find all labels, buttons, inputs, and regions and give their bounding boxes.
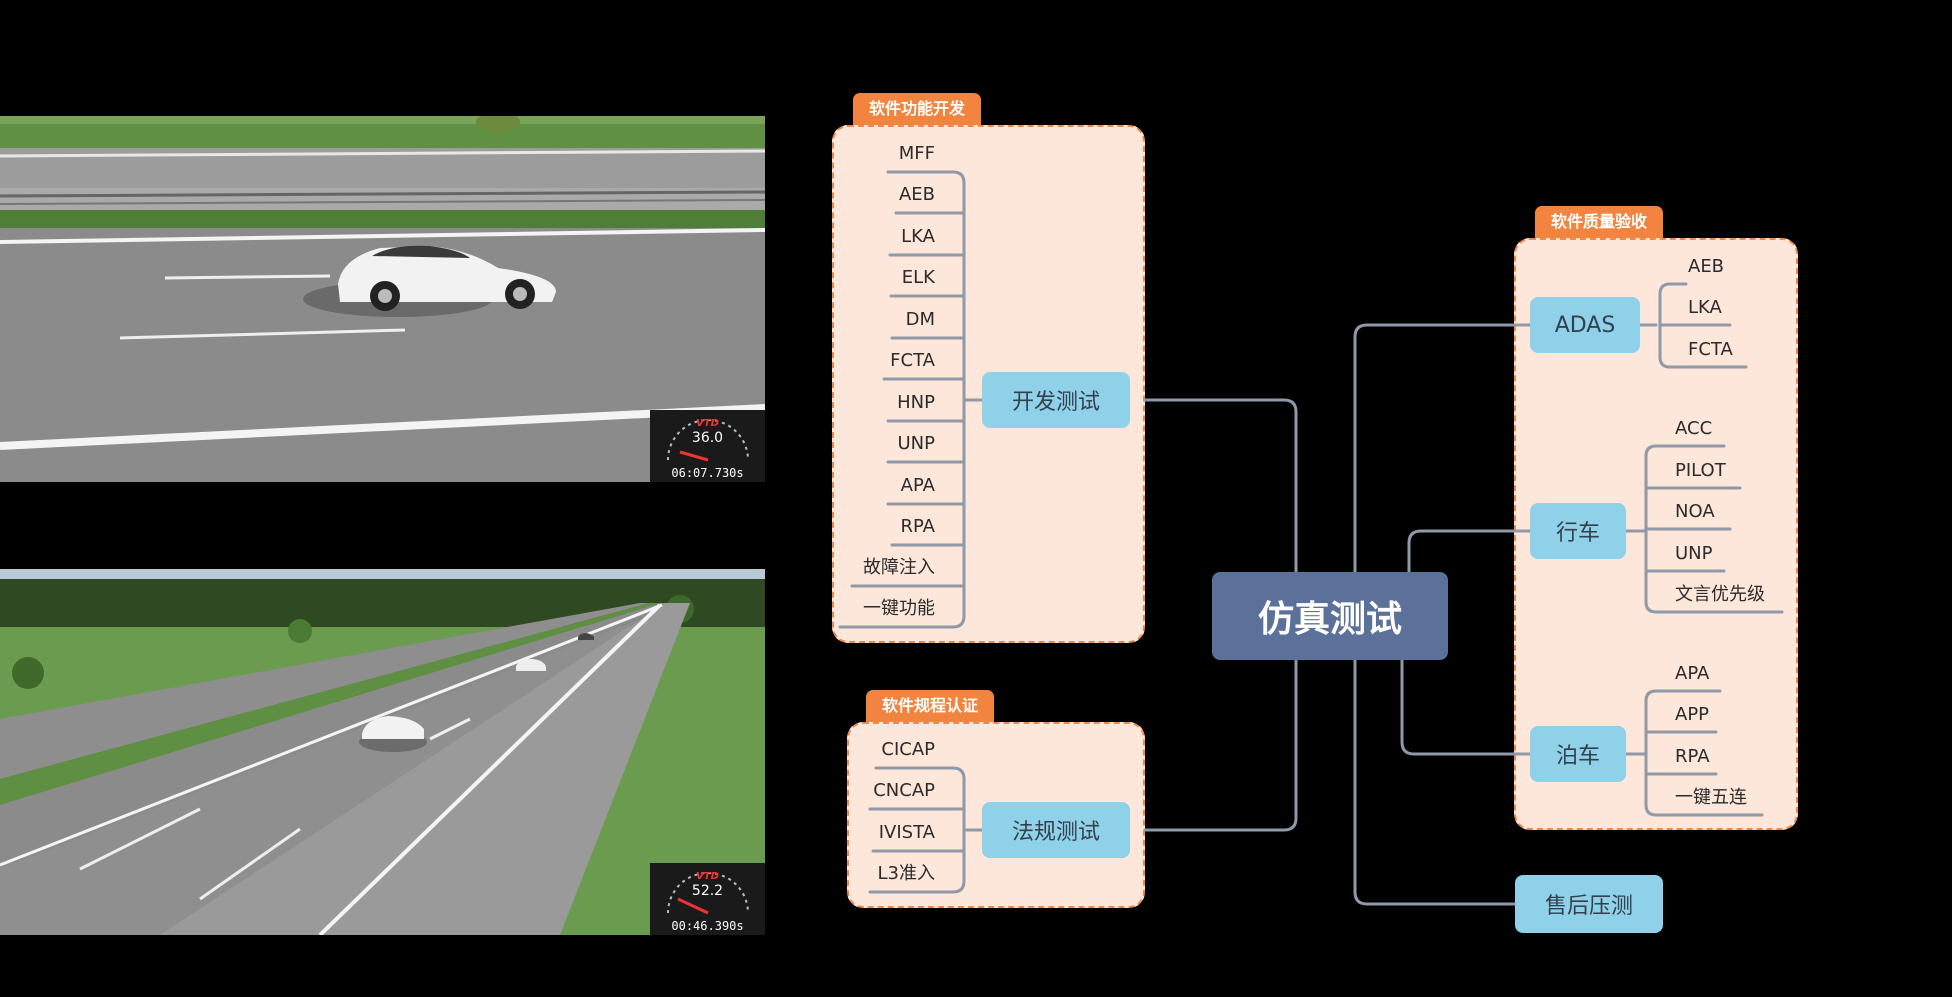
dev-leaf[interactable]: RPA <box>900 516 935 538</box>
topic-aftersales-stress[interactable]: 售后压测 <box>1515 875 1663 933</box>
topic-parking[interactable]: 泊车 <box>1530 726 1626 782</box>
reg-leaf[interactable]: L3准入 <box>878 863 935 885</box>
branch-adas <box>1355 325 1530 572</box>
branch-reg <box>1145 660 1296 830</box>
driving-leaf[interactable]: UNP <box>1675 543 1713 565</box>
driving-leaf[interactable]: PILOT <box>1675 460 1726 482</box>
dev-leaf[interactable]: ELK <box>902 267 935 289</box>
topic-adas[interactable]: ADAS <box>1530 297 1640 353</box>
dev-leaf[interactable]: AEB <box>899 184 935 206</box>
adas-leaf[interactable]: FCTA <box>1688 339 1733 361</box>
dev-leaf[interactable]: 故障注入 <box>863 557 935 579</box>
parking-leaf[interactable]: APA <box>1675 663 1709 685</box>
adas-leaf[interactable]: LKA <box>1688 297 1722 319</box>
dev-leaf[interactable]: HNP <box>897 392 935 414</box>
topic-dev-test[interactable]: 开发测试 <box>982 372 1130 428</box>
topic-regulation-test[interactable]: 法规测试 <box>982 802 1130 858</box>
connector-group <box>840 172 1782 904</box>
dev-leaf[interactable]: 一键功能 <box>863 598 935 620</box>
dev-leaf[interactable]: DM <box>906 309 935 331</box>
dev-leaf[interactable]: MFF <box>899 143 935 165</box>
dev-leaf[interactable]: APA <box>901 475 935 497</box>
adas-leaf[interactable]: AEB <box>1688 256 1724 278</box>
driving-leaf[interactable]: NOA <box>1675 501 1715 523</box>
reg-leaf[interactable]: IVISTA <box>879 822 935 844</box>
parking-leaf[interactable]: RPA <box>1675 746 1710 768</box>
dev-leaf[interactable]: UNP <box>898 433 936 455</box>
branch-parking <box>1402 660 1530 754</box>
parking-leaf[interactable]: APP <box>1675 704 1709 726</box>
reg-leaf[interactable]: CICAP <box>881 739 935 761</box>
topic-driving[interactable]: 行车 <box>1530 503 1626 559</box>
parking-leaf[interactable]: 一键五连 <box>1675 787 1747 809</box>
branch-dev <box>1145 400 1296 572</box>
central-topic[interactable]: 仿真测试 <box>1212 572 1448 660</box>
reg-leaf[interactable]: CNCAP <box>873 780 935 802</box>
dev-leaf[interactable]: FCTA <box>890 350 935 372</box>
driving-leaf[interactable]: 文言优先级 <box>1675 584 1765 606</box>
branch-aftersales <box>1355 660 1515 904</box>
branch-driving <box>1409 531 1530 572</box>
driving-leaf[interactable]: ACC <box>1675 418 1712 440</box>
dev-leaf[interactable]: LKA <box>901 226 935 248</box>
